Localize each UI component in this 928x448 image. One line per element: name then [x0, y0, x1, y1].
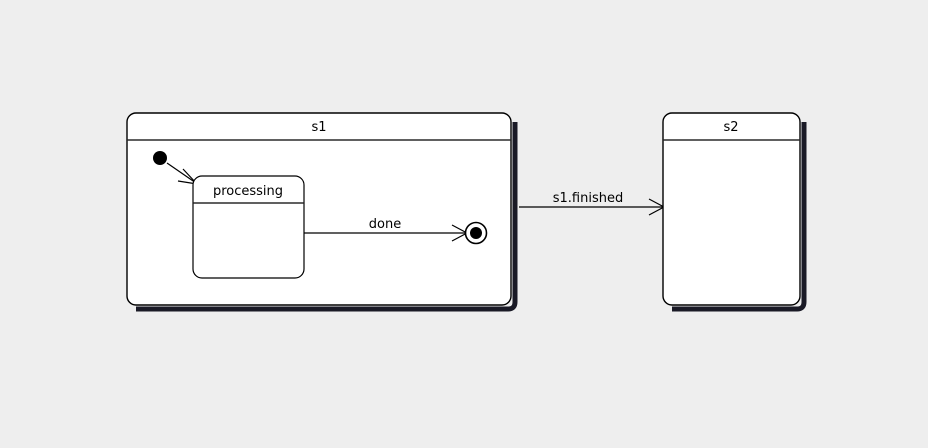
final-state-icon[interactable] — [464, 221, 488, 245]
state-s2-label: s2 — [723, 120, 738, 135]
state-s2-body[interactable] — [662, 112, 801, 306]
state-s1-shadow — [136, 122, 518, 312]
transition-initial-to-processing-line — [166, 162, 197, 184]
transition-done-label: done — [369, 217, 401, 232]
initial-pseudostate-icon[interactable] — [153, 151, 167, 165]
final-state-inner-dot — [470, 227, 482, 239]
transition-s1-finished-label: s1.finished — [553, 191, 623, 206]
state-s1-body[interactable] — [126, 112, 512, 306]
state-s1-label: s1 — [311, 120, 326, 135]
state-s2[interactable]: s2 — [662, 112, 807, 312]
state-processing[interactable]: processing — [192, 175, 305, 279]
transition-done[interactable]: done — [304, 217, 469, 242]
state-s2-shadow — [672, 122, 807, 312]
transition-s1-finished[interactable]: s1.finished — [519, 191, 666, 216]
state-processing-label: processing — [213, 184, 283, 199]
state-s1[interactable]: s1 — [126, 112, 518, 312]
state-processing-body[interactable] — [192, 175, 305, 279]
